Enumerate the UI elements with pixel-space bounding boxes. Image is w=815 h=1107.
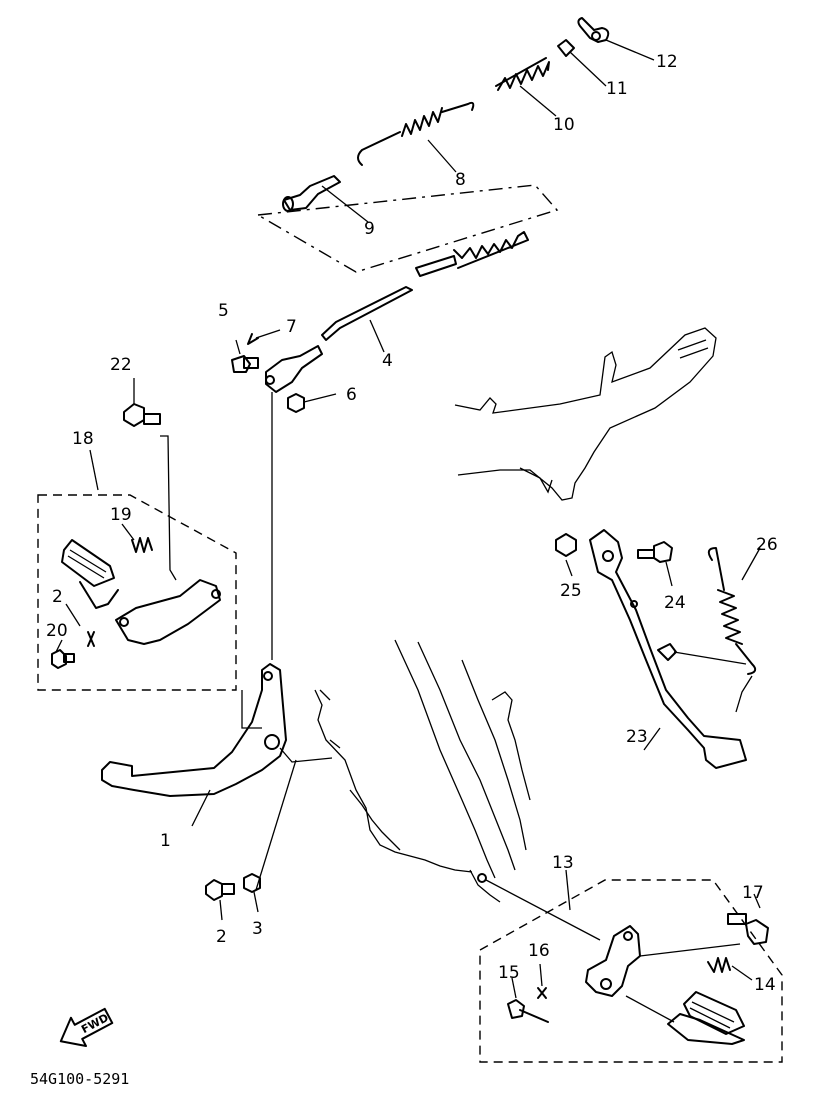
callout-15: 15	[498, 963, 520, 983]
fwd-arrow-icon: FWD	[59, 1007, 114, 1048]
part-12-wing-nut	[577, 17, 610, 43]
callout-5: 5	[218, 301, 229, 321]
part-9-shaft	[282, 175, 341, 212]
callout-14: 14	[754, 975, 776, 995]
part-24-bolt	[637, 541, 673, 563]
part-22-bolt	[123, 403, 161, 427]
part-19-spring	[131, 537, 153, 553]
callout-17: 17	[742, 883, 764, 903]
group-18-bracket	[115, 579, 221, 645]
callout-labels: 12 11 10 8 9 5 7 4 6 22 18 19 2 20 1 2 3…	[46, 52, 778, 995]
callout-3: 3	[252, 919, 263, 939]
callout-7: 7	[286, 317, 297, 337]
callout-23: 23	[626, 727, 648, 747]
part-2-bolt-lower	[205, 879, 235, 901]
group-frame-cable-parts	[255, 184, 559, 273]
callout-8: 8	[455, 170, 466, 190]
part-3-nut	[243, 873, 261, 893]
callout-2-upper: 2	[52, 587, 63, 607]
callout-1: 1	[160, 831, 171, 851]
part-16-cotter-pin	[537, 987, 547, 999]
part-5-pin	[231, 355, 259, 373]
callout-12: 12	[656, 52, 678, 72]
part-8-spring	[357, 101, 475, 166]
diagram-code: 54G100-5291	[30, 1070, 129, 1088]
callout-16: 16	[528, 941, 550, 961]
part-14-spring	[707, 957, 731, 973]
part-23-side-stand	[589, 529, 747, 769]
part-15-pin	[507, 999, 549, 1023]
part-7-cotter-pin	[247, 333, 259, 345]
group-frame-18	[37, 494, 237, 691]
callout-13: 13	[552, 853, 574, 873]
callout-9: 9	[364, 219, 375, 239]
part-25-collar	[555, 533, 577, 557]
part-11-pin	[557, 39, 575, 57]
part-10-spring	[495, 57, 550, 91]
callout-2-lower: 2	[216, 927, 227, 947]
frame-outline	[314, 327, 717, 903]
callout-24: 24	[664, 593, 686, 613]
rod-clevis	[265, 345, 323, 393]
group-13-footrest	[667, 991, 745, 1045]
callout-18: 18	[72, 429, 94, 449]
leader-lines	[55, 39, 761, 1023]
callout-22: 22	[110, 355, 132, 375]
group-13-bracket	[585, 925, 641, 997]
part-20-bolt	[51, 649, 75, 669]
callout-10: 10	[553, 115, 575, 135]
group-18-footrest	[61, 539, 119, 609]
callout-20: 20	[46, 621, 68, 641]
callout-4: 4	[382, 351, 393, 371]
group-frame-13	[479, 879, 783, 1063]
part-6-nut	[287, 393, 305, 413]
callout-6: 6	[346, 385, 357, 405]
callout-26: 26	[756, 535, 778, 555]
part-4-brake-rod	[321, 231, 529, 341]
part-1-brake-pedal	[101, 663, 287, 797]
callout-11: 11	[606, 79, 628, 99]
callout-25: 25	[560, 581, 582, 601]
callout-19: 19	[110, 505, 132, 525]
part-17-bolt	[727, 913, 769, 945]
part-26-spring	[707, 547, 757, 675]
part-2-pin-upper	[87, 631, 95, 647]
